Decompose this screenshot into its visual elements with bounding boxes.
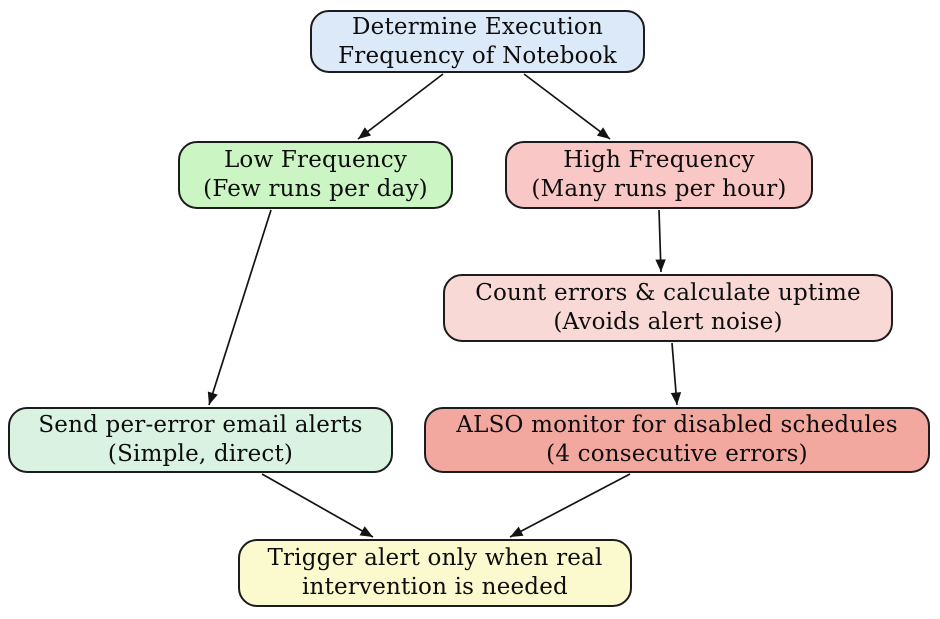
edge-determine-to-low-frequency [357,73,444,140]
edge-low-frequency-to-send-alerts [207,209,272,406]
node-text-line1: Send per-error email alerts [38,412,363,438]
edge-high-frequency-to-count-errors [655,209,666,273]
node-text-line2: (Many runs per hour) [531,176,787,202]
node-text-line1: Trigger alert only when real [267,545,603,571]
node-text-line1: Count errors & calculate uptime [475,280,861,306]
node-send-per-error-alerts: Send per-error email alerts (Simple, dir… [8,407,393,473]
node-text-line2: Frequency of Notebook [338,42,617,69]
edge-count-errors-to-also-monitor [670,342,682,406]
node-text-line2: intervention is needed [302,574,568,600]
node-count-errors-uptime: Count errors & calculate uptime (Avoids … [443,274,893,342]
edge-send-alerts-to-trigger [261,473,374,538]
node-trigger-alert: Trigger alert only when real interventio… [238,539,632,607]
node-monitor-disabled-schedules: ALSO monitor for disabled schedules (4 c… [424,407,930,473]
node-text-line1: Determine Execution [352,13,603,40]
node-text-line2: (Simple, direct) [107,441,294,467]
node-determine-execution-frequency: Determine Execution Frequency of Noteboo… [310,10,645,73]
node-text-line2: (Few runs per day) [203,176,428,202]
edge-also-monitor-to-trigger [509,473,631,538]
node-high-frequency: High Frequency (Many runs per hour) [505,141,813,209]
node-text-line1: High Frequency [563,147,755,173]
node-text-line2: (Avoids alert noise) [553,309,783,335]
node-low-frequency: Low Frequency (Few runs per day) [178,141,453,209]
node-text-line1: Low Frequency [223,147,408,173]
node-text-line2: (4 consecutive errors) [546,441,808,467]
node-text-line1: ALSO monitor for disabled schedules [456,412,898,438]
edge-determine-to-high-frequency [523,73,611,140]
